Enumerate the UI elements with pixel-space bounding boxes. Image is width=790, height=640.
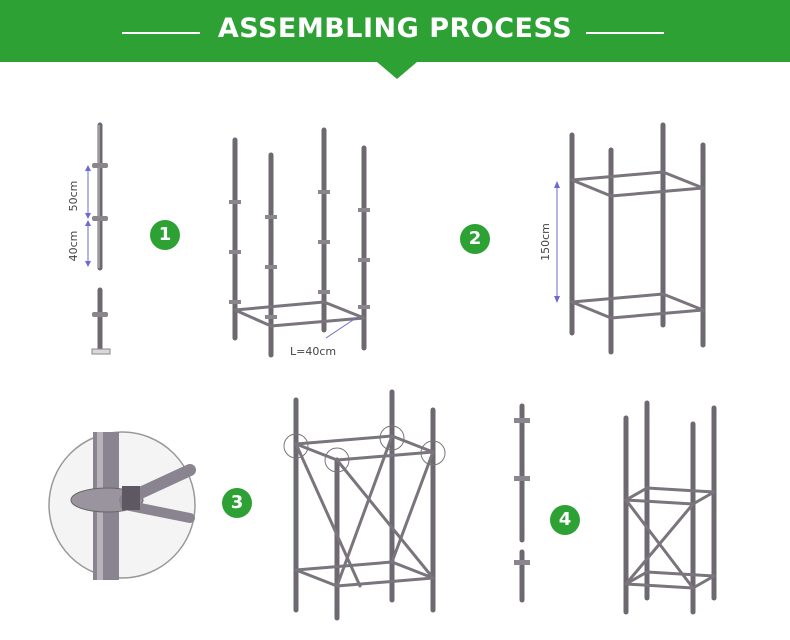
rosette-closeup (48, 431, 196, 580)
banner-line-right (586, 32, 664, 34)
step-badge-1: 1 (150, 220, 180, 250)
frame-step-4 (623, 400, 717, 615)
frame-height-label: 150cm (539, 223, 552, 261)
header-banner: ASSEMBLING PROCESS (0, 0, 790, 62)
spacing-lower-label: 40cm (67, 231, 80, 262)
frame-step-1: L=40cm (229, 127, 370, 358)
spacing-upper-label: 50cm (67, 181, 80, 212)
frame-step-2: 150cm (539, 122, 706, 355)
step-badge-3: 3 (222, 488, 252, 518)
banner-pointer (377, 62, 417, 79)
page-title: ASSEMBLING PROCESS (217, 13, 573, 44)
standard-detail: 50cm 40cm (67, 122, 111, 355)
step-badge-4: 4 (550, 505, 580, 535)
frame-step-3 (283, 389, 446, 621)
step-badge-2: 2 (460, 224, 490, 254)
banner-line-left (122, 32, 200, 34)
spigot-detail (514, 403, 530, 603)
bottom-length-label: L=40cm (290, 345, 336, 358)
